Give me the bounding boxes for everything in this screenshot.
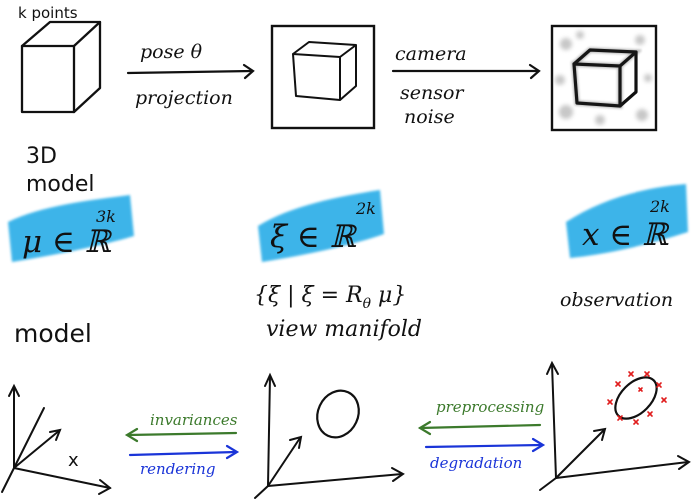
invariances-label: invariances bbox=[150, 411, 238, 429]
projection-label: projection bbox=[135, 87, 233, 109]
view-manifold-ellipse bbox=[316, 389, 360, 439]
cube-3d-icon bbox=[20, 20, 102, 114]
xi-space-label: ξ ∈ ℝ bbox=[270, 219, 358, 255]
observation-space-axes bbox=[539, 360, 691, 491]
observation-ellipse bbox=[614, 376, 658, 420]
view-manifold-caption: view manifold bbox=[266, 317, 422, 342]
x-highlight bbox=[566, 184, 688, 258]
rendering-label: rendering bbox=[140, 460, 215, 478]
mu-space-label: μ ∈ ℝ bbox=[22, 224, 113, 260]
mu-highlight bbox=[8, 195, 134, 262]
projection-frame bbox=[270, 24, 376, 130]
k-points-label: k points bbox=[18, 4, 78, 22]
pose-projection-arrow bbox=[126, 63, 255, 80]
camera-noise-arrow bbox=[391, 63, 541, 80]
label-model: model bbox=[26, 172, 95, 197]
sensor-label: sensor bbox=[400, 82, 465, 104]
model-space-axes bbox=[1, 383, 112, 495]
invariances-arrow bbox=[124, 427, 238, 443]
model-point-marker: x bbox=[68, 450, 79, 471]
noise-label: noise bbox=[404, 106, 455, 128]
preprocessing-label: preprocessing bbox=[436, 398, 544, 416]
pose-theta-label: pose θ bbox=[140, 41, 203, 63]
label-3d: 3D bbox=[26, 144, 57, 169]
model-label: model bbox=[14, 319, 92, 348]
mu-space-exponent: 3k bbox=[96, 207, 116, 226]
observation-label: observation bbox=[560, 289, 673, 311]
view-space-axes bbox=[254, 372, 405, 499]
projected-cube-icon bbox=[292, 41, 357, 101]
xi-space-exponent: 2k bbox=[355, 199, 376, 218]
observation-frame bbox=[550, 24, 658, 132]
camera-label: camera bbox=[395, 43, 467, 65]
preprocessing-arrow bbox=[417, 420, 542, 436]
xi-highlight bbox=[258, 190, 384, 262]
degradation-arrow bbox=[424, 437, 546, 453]
noisy-cube-blur bbox=[571, 47, 643, 109]
x-space-exponent: 2k bbox=[649, 197, 670, 216]
observation-samples bbox=[607, 371, 667, 425]
rendering-arrow bbox=[128, 444, 240, 460]
x-space-label: x ∈ ℝ bbox=[582, 217, 670, 253]
view-manifold-set: {ξ | ξ = Rθ μ} bbox=[254, 283, 406, 312]
degradation-label: degradation bbox=[430, 454, 522, 472]
noise-texture bbox=[555, 31, 652, 125]
